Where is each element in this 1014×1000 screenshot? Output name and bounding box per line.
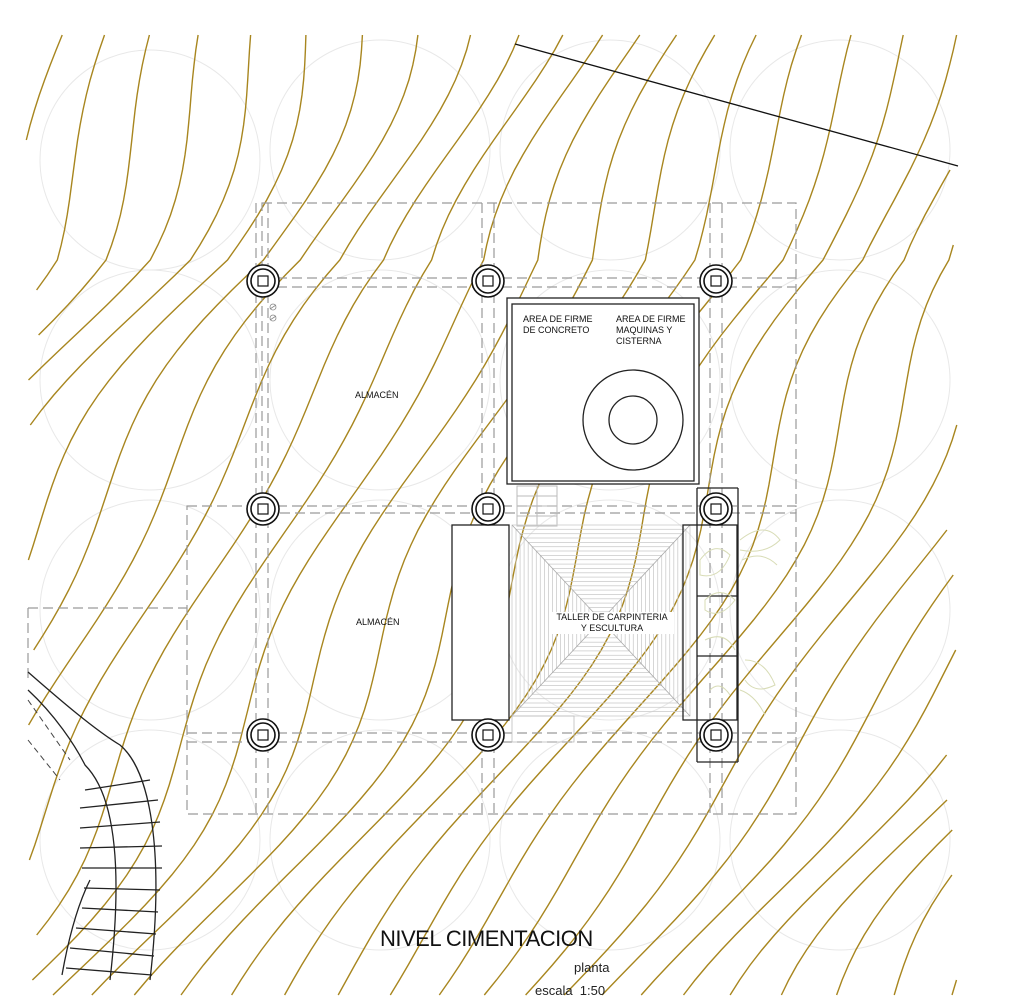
label-firme-maquinas: AREA DE FIRME MAQUINAS Y CISTERNA [616,314,686,347]
curved-stair [27,671,163,981]
contour-line [25,34,63,141]
column [699,718,733,752]
contour-line [28,34,472,861]
label-firme-maquinas-line1: AREA DE FIRME [616,314,686,324]
contour-line [640,574,954,996]
contour-line [563,424,958,996]
concrete-slab-area [506,297,700,485]
drawing-title: NIVEL CIMENTACION [380,926,593,951]
column [471,492,505,526]
contour-line [951,979,958,996]
contour-line [682,649,957,996]
label-firme-concreto-line1: AREA DE FIRME [523,314,593,324]
label-almacen-upper: ALMACÉN [355,390,399,400]
columns [246,264,733,752]
stair-dashes [27,699,71,781]
contour-lines [25,34,958,996]
property-boundary [514,43,959,167]
contour-line [52,34,604,996]
contour-line [38,34,151,336]
contour-line [28,34,199,381]
contour-line [337,34,852,996]
contour-line [36,34,520,936]
label-almacen-lower: ALMACÉN [356,617,400,627]
contour-line [231,34,757,996]
contour-line [601,529,948,996]
contour-line [835,829,953,996]
contour-line [29,34,252,426]
contour-line [27,34,307,561]
column [699,492,733,526]
column [246,492,280,526]
small-symbols [269,303,277,322]
label-taller-line2: Y ESCULTURA [580,623,644,633]
contour-line [438,34,958,996]
contour-line [36,34,106,291]
contour-line [729,754,948,996]
column [471,264,505,298]
contour-line [33,34,364,651]
label-taller-line1: TALLER DE CARPINTERIA [556,612,668,622]
contour-line [389,34,904,996]
contour-line [91,34,641,996]
column [471,718,505,752]
label-firme-maquinas-line2: MAQUINAS Y [616,325,673,335]
vegetation [699,529,781,716]
column [246,264,280,298]
column [246,718,280,752]
label-firme-maquinas-line3: CISTERNA [616,336,662,346]
workshop-outline [451,487,739,763]
contour-line [283,34,803,996]
contour-line [27,34,419,726]
drawing-view: planta [574,960,610,975]
contour-line [893,874,953,996]
contour-line [525,244,954,996]
drawing-scale: escala 1:50 [535,983,606,998]
contour-line [133,34,678,996]
slab-steps [516,485,558,527]
label-taller: TALLER DE CARPINTERIA Y ESCULTURA [550,612,674,634]
label-firme-concreto-line2: DE CONCRETO [523,325,590,335]
column [699,264,733,298]
contour-line [483,169,951,996]
label-firme-concreto: AREA DE FIRME DE CONCRETO [523,314,593,336]
contour-line [780,799,948,996]
